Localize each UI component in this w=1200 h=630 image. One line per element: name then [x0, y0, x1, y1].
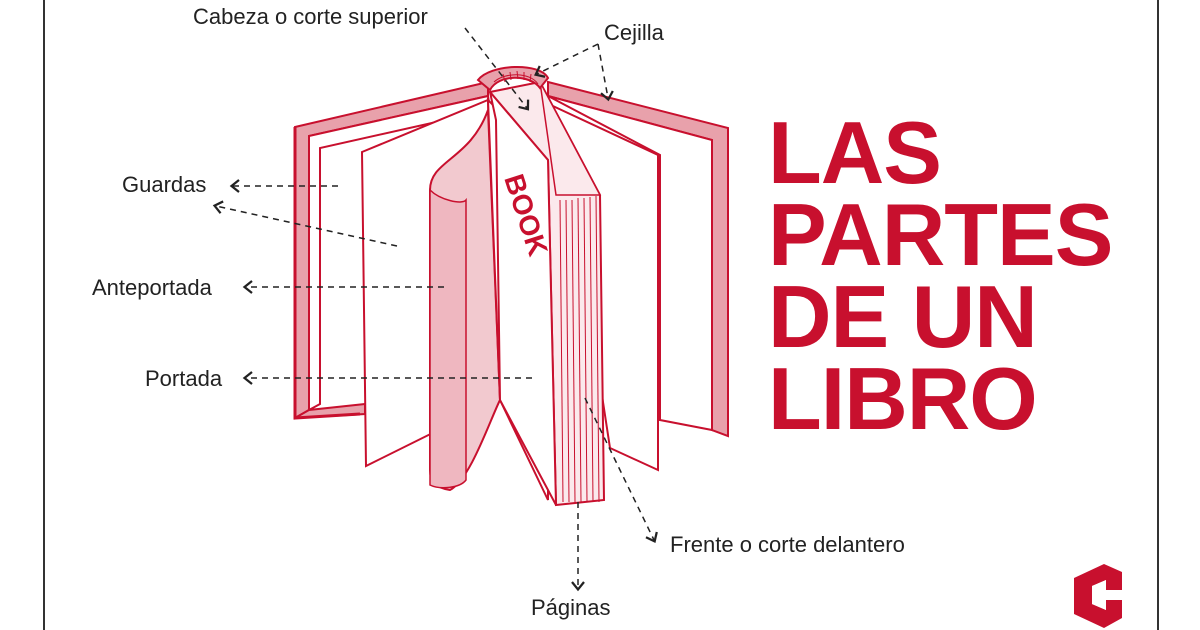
brand-logo-icon: [1074, 564, 1122, 628]
label-cejilla: Cejilla: [604, 20, 664, 45]
title-line-4: LIBRO: [768, 349, 1038, 448]
label-frente: Frente o corte delantero: [670, 532, 905, 557]
leader-lines: [212, 27, 658, 592]
leader-cejilla-2: [597, 43, 614, 102]
label-guardas: Guardas: [122, 172, 207, 197]
label-cabeza: Cabeza o corte superior: [193, 4, 428, 29]
anteportada-page: [429, 109, 502, 492]
left-border-line: [43, 0, 45, 630]
label-paginas: Páginas: [531, 595, 611, 620]
label-anteportada: Anteportada: [92, 275, 212, 300]
title-line-1: LAS: [768, 103, 942, 202]
book-block: BOOK: [488, 80, 606, 507]
cejilla-top: [476, 66, 550, 92]
leader-cabeza: [464, 27, 530, 111]
page-title: LAS PARTES DE UN LIBRO: [768, 103, 1113, 448]
leader-guardas-2: [212, 200, 398, 247]
title-line-3: DE UN: [768, 267, 1038, 366]
right-border-line: [1157, 0, 1159, 630]
leader-cejilla-1: [534, 43, 599, 78]
label-portada: Portada: [145, 366, 223, 391]
leader-frente: [584, 397, 658, 543]
title-line-2: PARTES: [768, 185, 1113, 284]
